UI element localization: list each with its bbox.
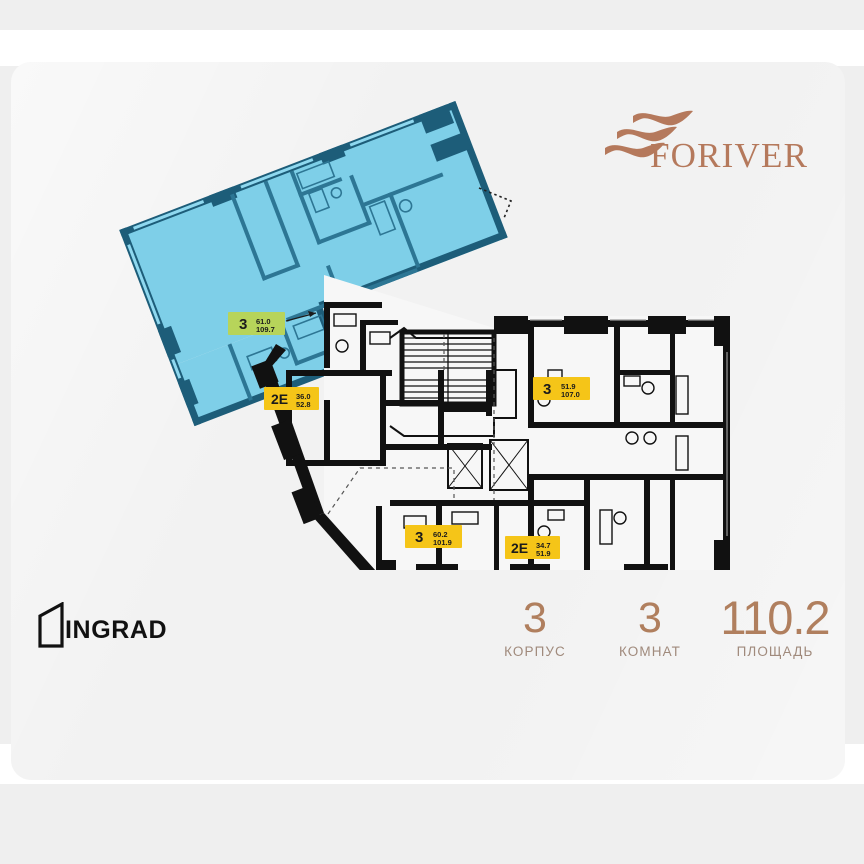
unit-badge-2e-left[interactable]: 2E 36.0 52.8 — [264, 387, 319, 410]
unit-stats: 3 КОРПУС 3 КОМНАТ 110.2 ПЛОЩАДЬ — [440, 594, 831, 668]
unit-living-area: 34.7 — [536, 541, 551, 550]
stat-area: 110.2 ПЛОЩАДЬ — [695, 591, 855, 659]
floor-plan-svg[interactable]: 3 61.0 109.7 2E 36.0 52.8 3 51.9 107.0 3… — [24, 70, 814, 570]
stat-area-label: ПЛОЩАДЬ — [736, 644, 814, 659]
unit-badge-selected[interactable]: 3 61.0 109.7 — [228, 311, 317, 335]
stat-rooms-value: 3 — [638, 594, 662, 642]
kitchen-fixtures — [333, 313, 391, 353]
unit-badge-3-bottom[interactable]: 3 60.2 101.9 — [405, 525, 462, 548]
lobby-outline — [389, 326, 517, 437]
building-core — [389, 326, 529, 491]
stat-rooms: 3 КОМНАТ — [590, 596, 710, 659]
developer-name: INGRAD — [65, 616, 168, 644]
interior-walls-right — [376, 327, 726, 570]
selected-apartment-fixtures — [246, 160, 413, 371]
river-waves-icon — [605, 110, 693, 158]
floor-plan[interactable]: 3 61.0 109.7 2E 36.0 52.8 3 51.9 107.0 3… — [24, 70, 814, 570]
windows — [530, 319, 728, 536]
stat-korpus: 3 КОРПУС — [480, 596, 590, 659]
unit-living-area: 60.2 — [433, 530, 448, 539]
floor-plate-fill — [324, 275, 729, 570]
unit-boundary-dotted — [478, 187, 513, 219]
brand-logo: FORIVER — [597, 108, 829, 178]
developer-logo: INGRAD — [37, 602, 187, 650]
unit-boundaries — [327, 334, 495, 515]
unit-living-area: 61.0 — [256, 317, 271, 326]
unit-total-area: 51.9 — [536, 549, 551, 558]
unit-badge-3-right[interactable]: 3 51.9 107.0 — [533, 377, 590, 400]
unit-total-area: 109.7 — [256, 325, 275, 334]
stat-korpus-value: 3 — [523, 594, 547, 642]
selected-apartment-windows — [127, 119, 415, 379]
unit-rooms-label: 2E — [511, 540, 528, 556]
brand-name: FORIVER — [650, 136, 809, 175]
unit-badge-2e-bottom[interactable]: 2E 34.7 51.9 — [505, 536, 560, 559]
interior-walls-midleft — [324, 302, 398, 370]
unit-total-area: 107.0 — [561, 390, 580, 399]
unit-rooms-label: 3 — [239, 316, 247, 333]
unit-rooms-label: 3 — [543, 381, 551, 398]
stat-rooms-label: КОМНАТ — [618, 644, 681, 659]
stat-area-value: 110.2 — [720, 591, 830, 644]
unit-rooms-label: 3 — [415, 529, 423, 546]
unit-living-area: 51.9 — [561, 382, 576, 391]
unit-rooms-label: 2E — [271, 391, 288, 407]
bathroom-fixtures — [403, 369, 689, 545]
unit-total-area: 52.8 — [296, 400, 311, 409]
top-white-band — [0, 30, 864, 66]
unit-total-area: 101.9 — [433, 538, 452, 547]
house-outline-icon — [38, 602, 64, 648]
unit-living-area: 36.0 — [296, 392, 311, 401]
stat-korpus-label: КОРПУС — [504, 644, 566, 659]
